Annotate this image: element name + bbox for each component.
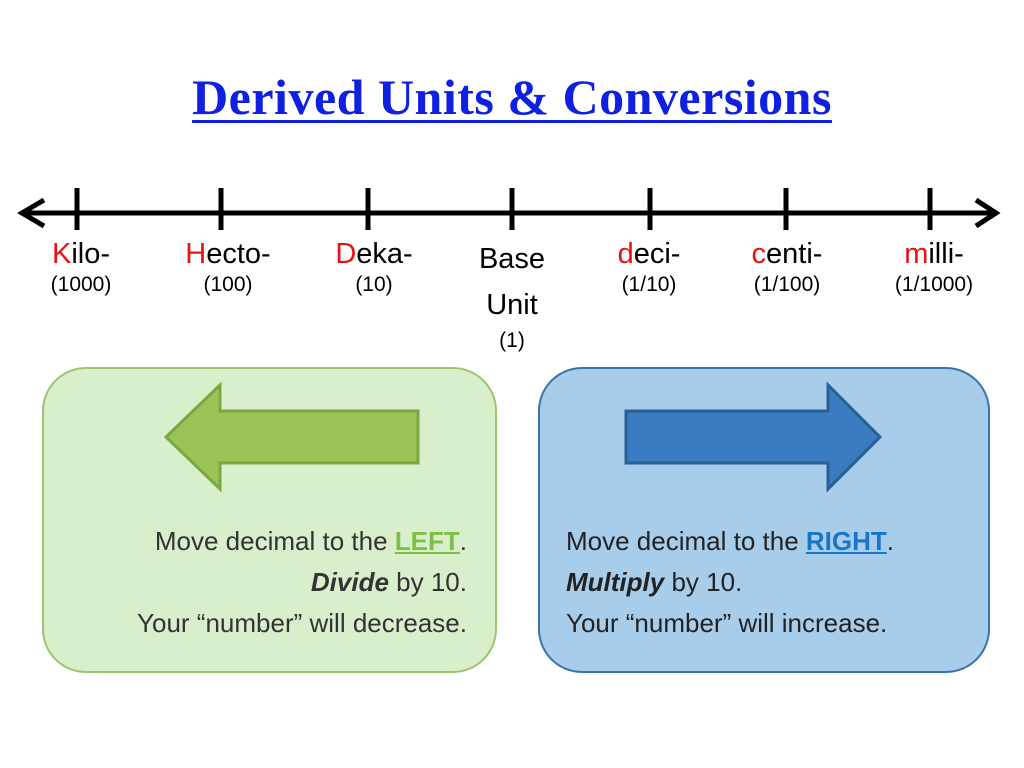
prefix-factor: (1/100)	[753, 273, 821, 296]
instruction-text: by 10.	[664, 567, 743, 597]
multiply-instructions: Move decimal to the RIGHT. Multiply by 1…	[566, 521, 894, 644]
prefix-initial: c	[751, 238, 767, 270]
prefix-initial: K	[51, 238, 72, 270]
prefix-name: enti-	[766, 238, 823, 270]
prefix-name: Base Unit	[478, 243, 546, 321]
arrow-left-head	[17, 197, 46, 229]
prefix-factor: (1/1000)	[894, 273, 974, 296]
instruction-line: Move decimal to the RIGHT.	[566, 521, 894, 562]
arrow-right-head	[974, 197, 1001, 229]
prefix-name: eka-	[356, 238, 413, 270]
prefix-deci: deci- (1/10)	[574, 236, 724, 298]
prefix-factor: (10)	[355, 273, 393, 296]
page-title: Derived Units & Conversions	[192, 69, 832, 125]
prefix-initial: d	[617, 238, 634, 270]
prefix-milli: milli- (1/1000)	[859, 236, 1009, 298]
instruction-line: Move decimal to the LEFT.	[137, 521, 467, 562]
direction-keyword: RIGHT	[805, 526, 887, 556]
prefix-factor: (1)	[499, 329, 525, 352]
number-line	[17, 188, 1001, 230]
prefix-name: illi-	[928, 238, 964, 270]
prefix-factor: (1000)	[50, 273, 112, 296]
prefix-base-unit: Base Unit (1)	[437, 236, 587, 354]
instruction-line: Divide by 10.	[137, 562, 467, 603]
instruction-text: Move decimal to the	[154, 526, 395, 556]
prefix-initial: D	[335, 238, 357, 270]
prefix-kilo: Kilo- (1000)	[6, 236, 156, 298]
prefix-name: eci-	[633, 238, 681, 270]
prefix-name: ilo-	[71, 238, 110, 270]
instruction-text: .	[886, 526, 895, 556]
instruction-text: .	[459, 526, 467, 556]
divide-instructions: Move decimal to the LEFT. Divide by 10. …	[137, 521, 467, 644]
left-arrow-icon	[163, 381, 420, 493]
multiply-box: Move decimal to the RIGHT. Multiply by 1…	[538, 367, 990, 673]
operation-keyword: Divide	[310, 567, 389, 597]
instruction-line: Multiply by 10.	[566, 562, 894, 603]
prefix-factor: (1/10)	[621, 273, 677, 296]
instruction-text: by 10.	[388, 567, 467, 597]
prefix-factor: (100)	[203, 273, 253, 296]
prefix-initial: H	[185, 238, 207, 270]
instruction-line: Your “number” will increase.	[566, 608, 888, 638]
direction-keyword: LEFT	[394, 526, 460, 556]
prefix-initial: m	[904, 238, 929, 270]
right-arrow-icon	[624, 381, 883, 493]
prefix-name: ecto-	[206, 238, 271, 270]
prefix-deka: Deka- (10)	[299, 236, 449, 298]
divide-box: Move decimal to the LEFT. Divide by 10. …	[42, 367, 497, 673]
prefix-centi: centi- (1/100)	[712, 236, 862, 298]
instruction-line: Your “number” will decrease.	[137, 608, 467, 638]
instruction-text: Move decimal to the	[566, 526, 806, 556]
operation-keyword: Multiply	[566, 567, 665, 597]
prefix-hecto: Hecto- (100)	[153, 236, 303, 298]
